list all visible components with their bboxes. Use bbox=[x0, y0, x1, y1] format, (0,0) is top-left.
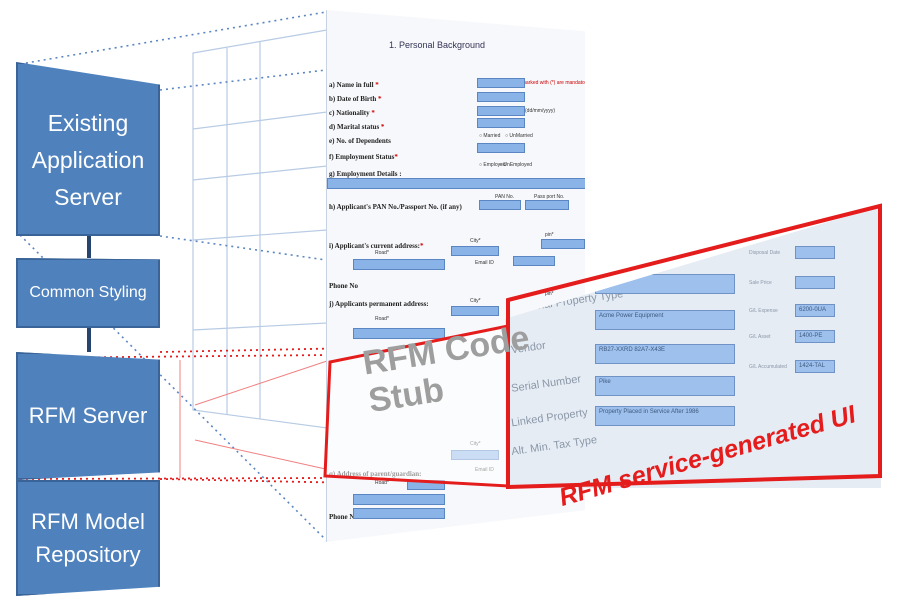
city-field-3[interactable] bbox=[451, 450, 499, 460]
rfm-label-tax-type: Alt. Min. Tax Type bbox=[510, 434, 598, 458]
passport-field[interactable] bbox=[525, 200, 569, 210]
email-field[interactable] bbox=[513, 256, 555, 266]
rfm-label-disposal-date: Disposal Date bbox=[749, 250, 781, 256]
rfm-label-linked: Linked Property bbox=[510, 406, 589, 430]
passport-no-label: Pass port No. bbox=[534, 194, 565, 200]
road-label-3: Road* bbox=[375, 480, 389, 486]
rfm-vendor-field[interactable]: Acme Power Equipment bbox=[595, 310, 735, 330]
rfm-label-sale-price: Sale Price bbox=[749, 280, 772, 286]
label-nationality: c) Nationality * bbox=[329, 109, 375, 117]
rfm-expense-field[interactable]: 6200-0UA bbox=[795, 304, 835, 317]
rfm-serial-field[interactable]: RB27-XXRD 82A7-X43E bbox=[595, 344, 735, 364]
rfm-label-asset: G/L Asset bbox=[749, 334, 771, 340]
city-label-2: City* bbox=[470, 298, 481, 304]
road-label: Road* bbox=[375, 250, 389, 256]
rfm-model-repository-box: RFM Model Repository bbox=[16, 480, 160, 596]
label-parent-address: q) Address of parent/guardian: bbox=[329, 470, 422, 478]
label-phone-2: Phone No bbox=[329, 513, 358, 521]
rfm-model-repository-label: RFM Model Repository bbox=[31, 509, 145, 567]
existing-application-server-box: Existing Application Server bbox=[16, 62, 160, 236]
rfm-server-label: RFM Server bbox=[28, 403, 148, 428]
rfm-accumulated-field[interactable]: 1424-TAL bbox=[795, 360, 835, 373]
common-styling-box: Common Styling bbox=[16, 258, 160, 328]
city-field-2[interactable] bbox=[451, 306, 499, 316]
dob-field[interactable] bbox=[477, 92, 525, 102]
label-name: a) Name in full * bbox=[329, 81, 379, 89]
pin-label-2: pin* bbox=[545, 291, 554, 297]
nationality-field[interactable] bbox=[477, 106, 525, 116]
pin-field[interactable] bbox=[541, 239, 585, 249]
rfm-tax-type-field[interactable]: Property Placed in Service After 1986 bbox=[595, 406, 735, 426]
city-label: City* bbox=[470, 238, 481, 244]
form-title: 1. Personal Background bbox=[389, 40, 486, 50]
pin-label: pin* bbox=[545, 232, 554, 238]
common-styling-label: Common Styling bbox=[29, 284, 147, 301]
city-label-3: City* bbox=[470, 441, 481, 447]
dependents-field[interactable] bbox=[477, 143, 525, 153]
road-field-3[interactable] bbox=[353, 494, 445, 505]
email-label-3: Email ID bbox=[475, 467, 494, 473]
connector-existing-styling bbox=[87, 236, 91, 258]
email-label: Email ID bbox=[475, 260, 494, 266]
road-field[interactable] bbox=[353, 259, 445, 270]
pan-no-label: PAN No. bbox=[495, 194, 515, 200]
pan-field[interactable] bbox=[479, 200, 521, 210]
red-projection-lines bbox=[179, 359, 331, 478]
rfm-sale-price-field[interactable] bbox=[795, 276, 835, 289]
label-phone: Phone No bbox=[329, 282, 358, 290]
rfm-linked-field[interactable]: Pike bbox=[595, 376, 735, 396]
rfm-label-expense: G/L Expense bbox=[749, 308, 778, 314]
wireframe-grid bbox=[192, 29, 328, 429]
label-permanent-address: j) Applicants permanent address: bbox=[329, 300, 429, 308]
dob-format: (dd/mm/yyyy) bbox=[525, 108, 555, 114]
rfm-label-accumulated: G/L Accumulated bbox=[749, 364, 787, 370]
road-label-2: Road* bbox=[375, 316, 389, 322]
label-pan: h) Applicant's PAN No./Passport No. (if … bbox=[329, 203, 462, 211]
parent-field[interactable] bbox=[407, 480, 445, 490]
label-employment-details: g) Employment Details : bbox=[329, 170, 402, 178]
married-radio[interactable]: ○ Married bbox=[479, 133, 501, 139]
existing-application-server-label: Existing Application Server bbox=[31, 109, 145, 210]
label-marital: d) Marital status * bbox=[329, 123, 385, 131]
red-dotted-guides bbox=[19, 344, 506, 487]
unmarried-radio[interactable]: ○ UnMarried bbox=[505, 133, 533, 139]
label-current-address: i) Applicant's current address:* bbox=[329, 242, 424, 250]
employment-details-field[interactable] bbox=[327, 178, 585, 189]
city-field[interactable] bbox=[451, 246, 499, 256]
unemployed-radio[interactable]: ○ UnEmployed bbox=[499, 162, 533, 168]
label-employment: f) Employment Status* bbox=[329, 153, 398, 161]
rfm-asset-field[interactable]: 1400-PE bbox=[795, 330, 835, 343]
phone-field-2[interactable] bbox=[353, 508, 445, 519]
rfm-disposal-date-field[interactable] bbox=[795, 246, 835, 259]
mandatory-note: Fields marked with (*) are mandatory bbox=[507, 80, 589, 86]
name-field[interactable] bbox=[477, 78, 525, 88]
rfm-server-box: RFM Server bbox=[16, 352, 160, 480]
employed-radio[interactable]: ○ Employed bbox=[479, 162, 506, 168]
connector-styling-server bbox=[87, 328, 91, 352]
label-dob: b) Date of Birth * bbox=[329, 95, 382, 103]
nationality-field-2[interactable] bbox=[477, 118, 525, 128]
label-dependents: e) No. of Dependents bbox=[329, 137, 391, 145]
